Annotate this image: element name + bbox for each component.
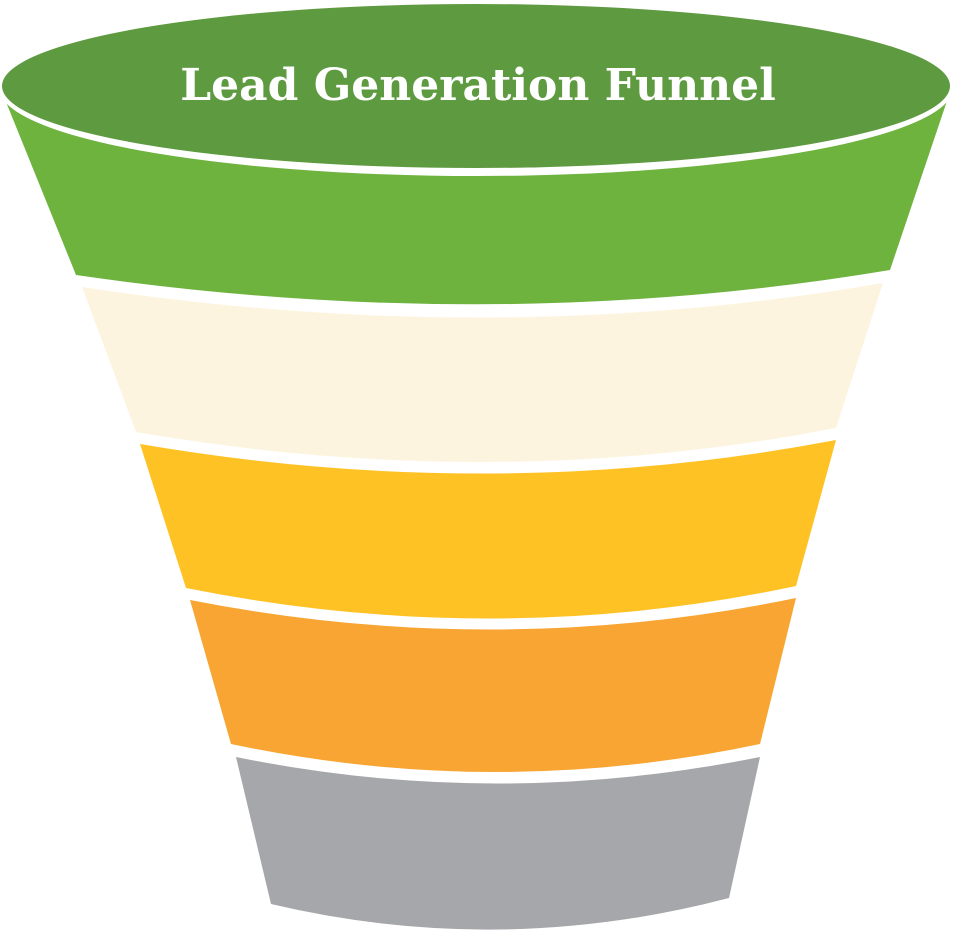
funnel-stage-3 (140, 440, 836, 619)
funnel-stage-4 (190, 598, 796, 772)
funnel-stage-5 (236, 757, 760, 930)
funnel-top-ellipse (2, 4, 950, 168)
funnel-title: Lead Generation Funnel (180, 60, 776, 111)
funnel-stage-2 (82, 283, 883, 463)
